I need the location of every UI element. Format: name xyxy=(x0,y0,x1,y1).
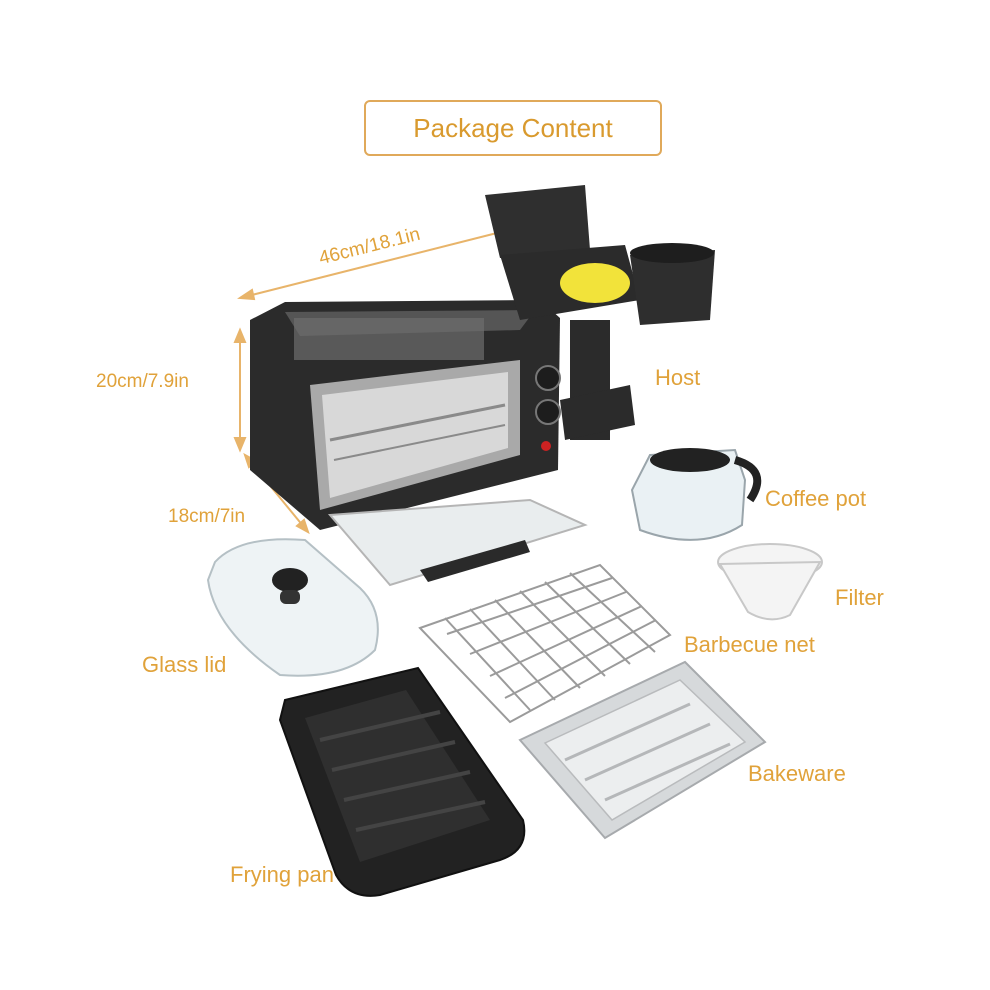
height-dimension: 20cm/7.9in xyxy=(96,371,189,392)
label-glass-lid: Glass lid xyxy=(142,652,227,677)
coffee-maker xyxy=(485,185,715,440)
frying-pan xyxy=(278,666,526,897)
glass-lid xyxy=(206,538,379,677)
label-host: Host xyxy=(655,365,701,390)
bakeware xyxy=(518,660,767,840)
label-filter: Filter xyxy=(835,585,884,610)
page-title: Package Content xyxy=(364,100,662,156)
filter xyxy=(717,543,823,621)
depth-dimension: 18cm/7in xyxy=(168,506,246,527)
label-bakeware: Bakeware xyxy=(748,761,846,786)
toaster-oven-host xyxy=(250,300,588,587)
barbecue-net xyxy=(418,563,672,724)
label-frying-pan: Frying pan xyxy=(230,862,334,887)
label-barbecue-net: Barbecue net xyxy=(684,632,815,657)
coffee-pot xyxy=(630,448,762,541)
label-coffee-pot: Coffee pot xyxy=(765,486,867,511)
